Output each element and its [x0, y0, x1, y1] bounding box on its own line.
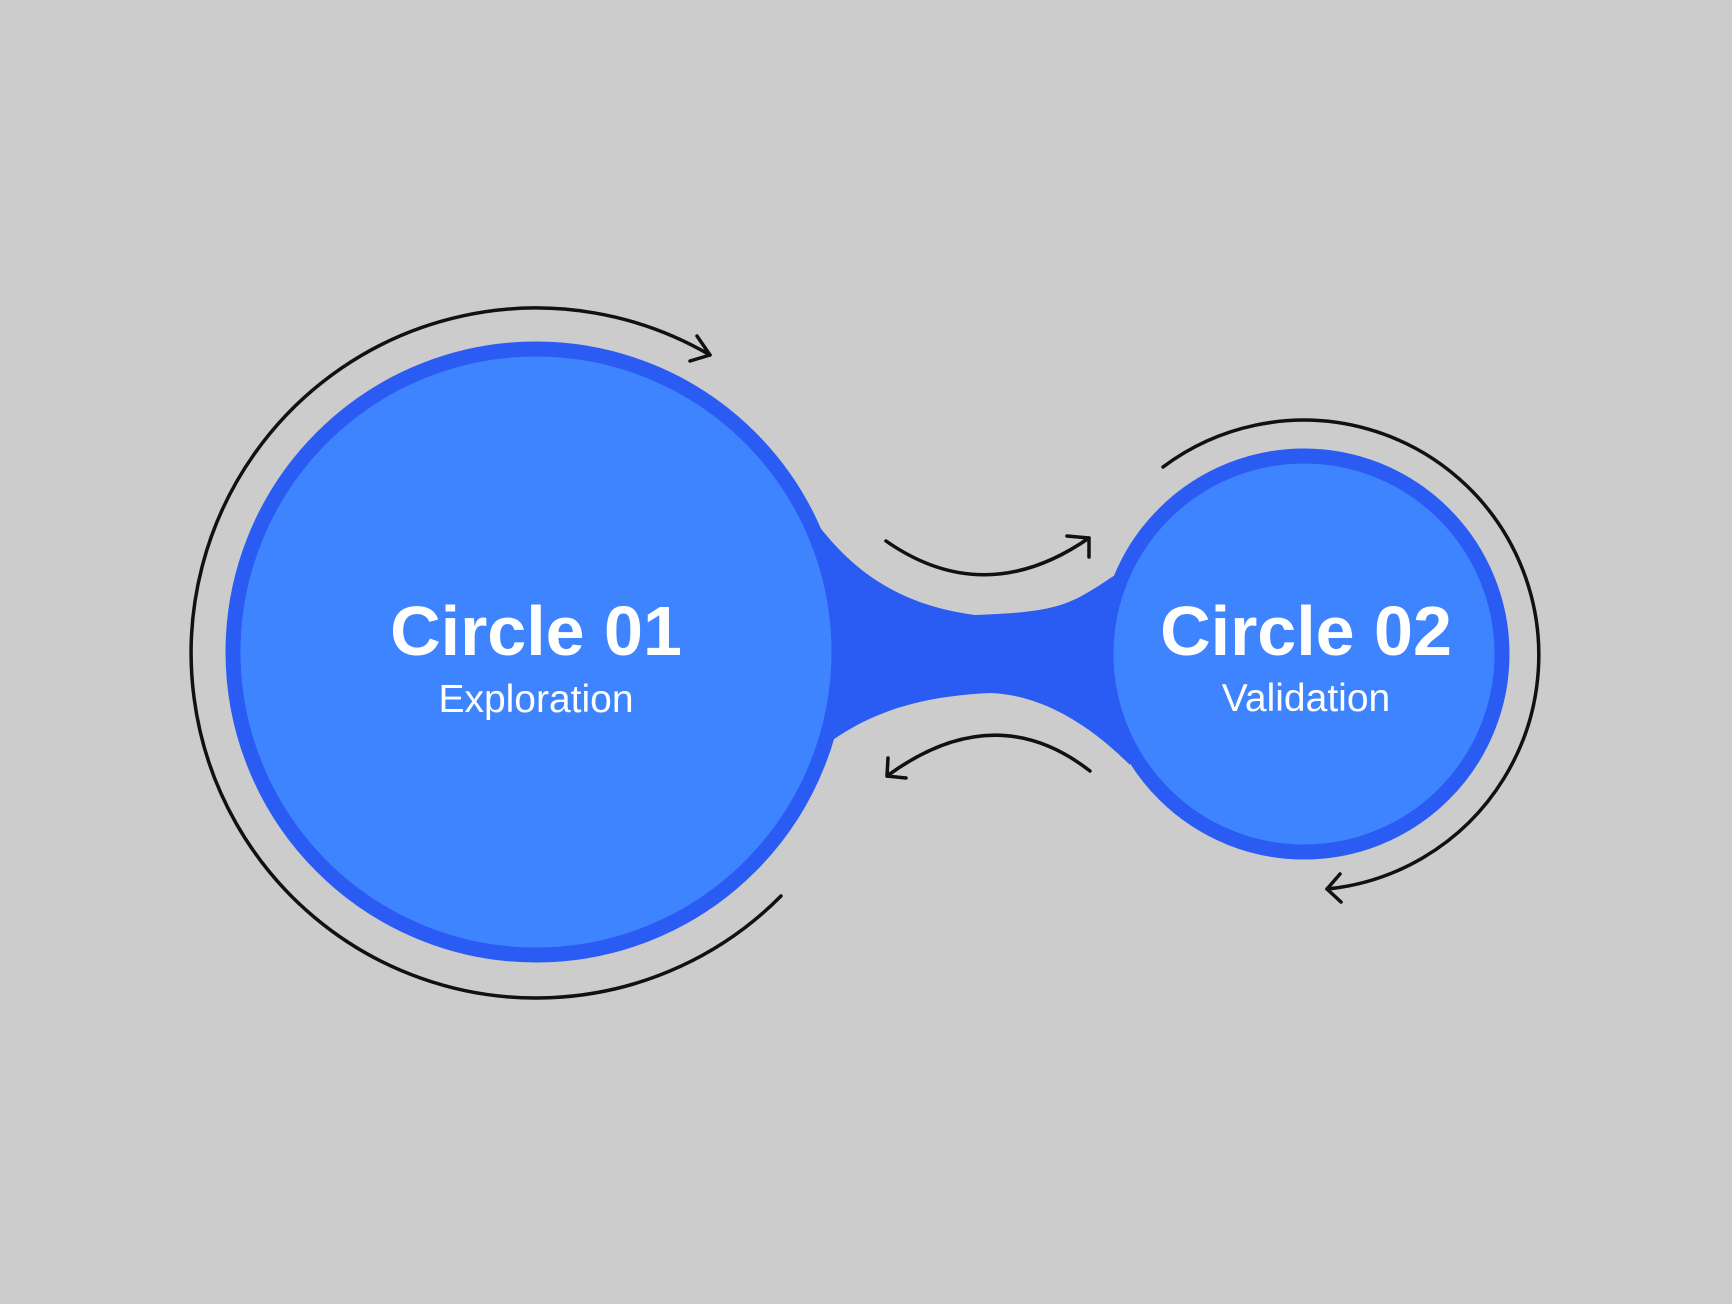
forward-arrowhead-icon — [1065, 534, 1091, 559]
circle-01-title: Circle 01 — [390, 592, 682, 670]
forward-arrow-icon — [884, 536, 1091, 577]
circle-01-subtitle: Exploration — [438, 678, 633, 721]
circle-02-cycle-arrow-icon — [1161, 418, 1541, 891]
circle-02: Circle 02 Validation — [1098, 448, 1510, 860]
circle-02-subtitle: Validation — [1222, 677, 1390, 720]
circle-02-title: Circle 02 — [1160, 592, 1452, 670]
connector-bridge — [780, 470, 1170, 775]
circle-02-cycle-arrowhead-icon — [1325, 872, 1343, 904]
circle-01: Circle 01 Exploration — [225, 341, 847, 963]
circle-01-cycle-arrowhead-icon — [688, 334, 712, 363]
backward-arrow-icon — [885, 733, 1092, 778]
circle-01-shape — [225, 341, 847, 963]
backward-arrowhead-icon — [885, 756, 908, 780]
circle-01-cycle-arrow-icon — [189, 306, 783, 1000]
circle-02-shape — [1098, 448, 1510, 860]
